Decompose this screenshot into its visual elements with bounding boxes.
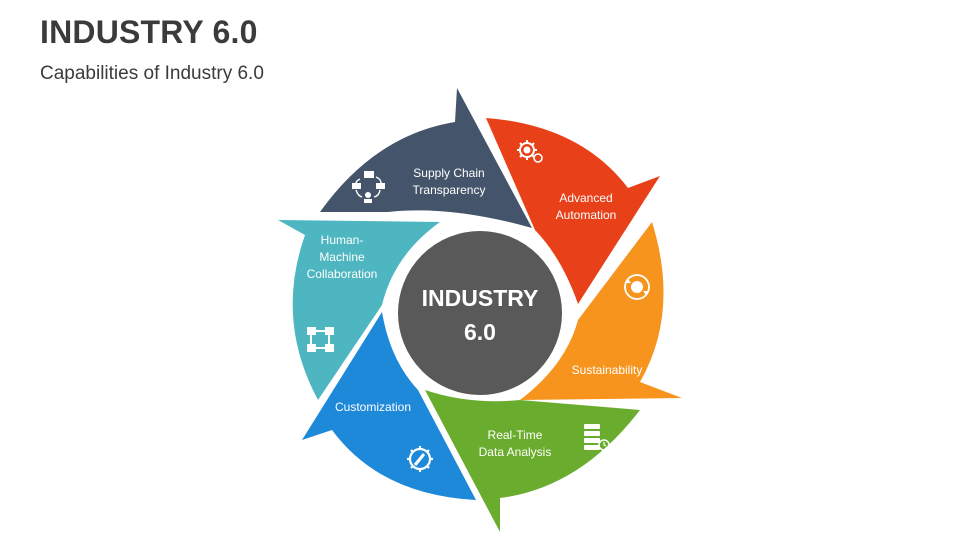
segment-realtime-data-shape xyxy=(425,390,640,532)
segment-customization-shape xyxy=(302,312,476,500)
segment-human-machine-label-2: Machine xyxy=(319,250,365,264)
segment-human-machine-label-1: Human- xyxy=(321,233,364,247)
gears-icon xyxy=(517,140,543,163)
center-circle xyxy=(394,227,566,399)
segment-supply-chain-shape xyxy=(320,88,532,228)
collaboration-icon xyxy=(307,327,334,352)
segment-human-machine-shape xyxy=(278,220,440,400)
segment-human-machine-label-3: Collaboration xyxy=(307,267,378,281)
segment-sustainability-shape xyxy=(520,222,682,400)
segment-supply-chain-label-1: Supply Chain xyxy=(413,166,484,180)
segment-advanced-automation-label-1: Advanced xyxy=(559,191,612,205)
server-data-icon xyxy=(584,424,610,451)
page-title: INDUSTRY 6.0 xyxy=(40,14,258,50)
recycle-globe-icon xyxy=(624,274,650,300)
segment-realtime-data-label-1: Real-Time xyxy=(488,428,543,442)
segment-advanced-automation-shape xyxy=(486,118,660,304)
segment-sustainability-label-1: Sustainability xyxy=(572,363,643,377)
segment-realtime-data-label-2: Data Analysis xyxy=(479,445,552,459)
page-subtitle: Capabilities of Industry 6.0 xyxy=(40,63,264,84)
supply-chain-icon xyxy=(352,171,385,203)
center-label-line2: 6.0 xyxy=(464,319,496,345)
segment-advanced-automation-label-2: Automation xyxy=(556,208,617,222)
segment-customization-label-1: Customization xyxy=(335,400,411,414)
wrench-gear-icon xyxy=(407,446,433,472)
segment-supply-chain-label-2: Transparency xyxy=(413,183,486,197)
center-label-line1: INDUSTRY xyxy=(422,285,539,311)
